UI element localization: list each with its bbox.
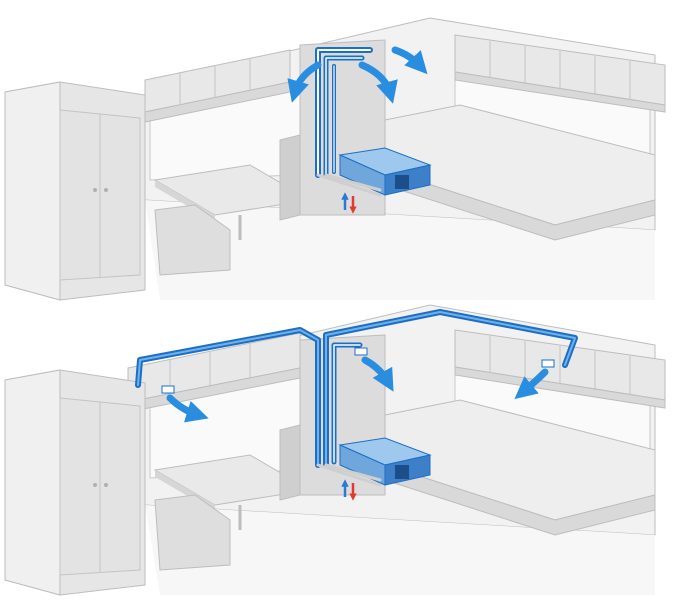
panel-top-local-outlets xyxy=(4,17,666,301)
ducts-local xyxy=(315,47,382,197)
ducts-ducted xyxy=(135,309,578,487)
outlet-vents xyxy=(161,347,555,394)
dinette-bench xyxy=(154,494,231,571)
airflow-arrows-top xyxy=(287,46,428,104)
intake-arrows-bottom xyxy=(341,479,357,501)
airflow-arrows-bottom xyxy=(166,356,549,423)
heater-unit xyxy=(338,147,432,196)
dinette-bench xyxy=(154,204,231,276)
panel-bottom-ducted-outlets xyxy=(4,304,666,596)
intake-arrows-top xyxy=(341,192,357,214)
heater-unit xyxy=(338,437,432,486)
floor xyxy=(145,505,655,595)
